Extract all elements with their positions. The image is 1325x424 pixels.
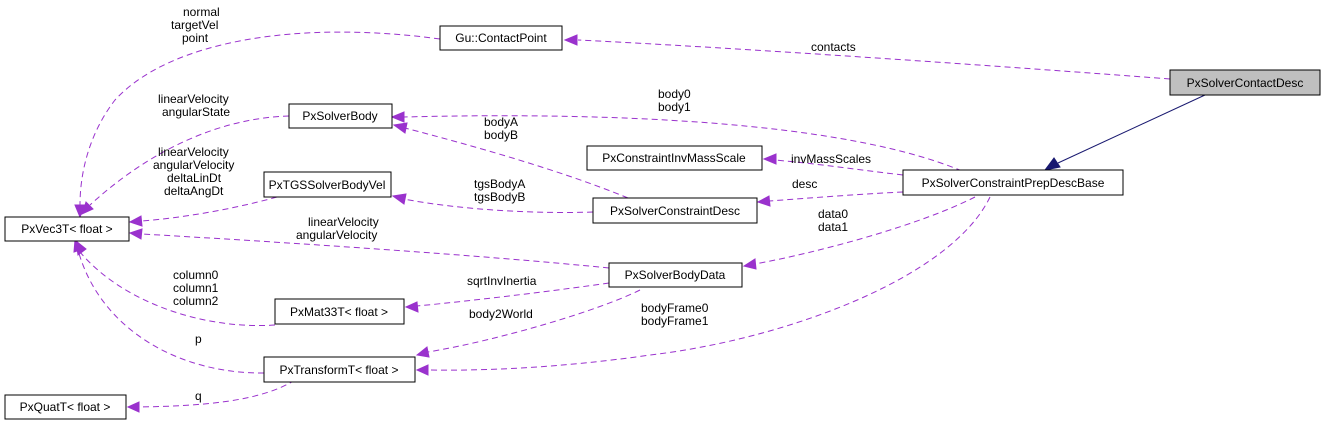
edge-bd-vec (128, 228, 610, 269)
label-column2: column2 (173, 294, 219, 308)
node-px-solver-body[interactable]: PxSolverBody (288, 103, 393, 129)
node-px-mat33t-float[interactable]: PxMat33T< float > (274, 298, 405, 325)
label-body2world: body2World (469, 307, 533, 321)
node-px-vec3t-float[interactable]: PxVec3T< float > (4, 216, 130, 242)
svg-text:PxQuatT< float >: PxQuatT< float > (20, 400, 111, 414)
label-tgs-angularvelocity: angularVelocity (153, 158, 234, 172)
label-contacts: contacts (811, 40, 856, 54)
edge-tgsbody (391, 193, 594, 213)
label-tgsbodyB: tgsBodyB (474, 190, 525, 204)
svg-text:PxMat33T< float >: PxMat33T< float > (290, 305, 388, 319)
edge-contacts (563, 34, 1171, 80)
label-body1: body1 (658, 100, 691, 114)
label-normal: normal (183, 5, 220, 19)
label-data1: data1 (818, 220, 848, 234)
label-bd-angularvelocity: angularVelocity (296, 228, 377, 242)
label-bodyB: bodyB (484, 128, 518, 142)
label-tgs-linearvelocity: linearVelocity (158, 145, 229, 159)
svg-text:Gu::ContactPoint: Gu::ContactPoint (455, 31, 547, 45)
edge-body2world (415, 289, 641, 358)
edge-sb-vec (81, 115, 290, 215)
node-px-quatt-float[interactable]: PxQuatT< float > (4, 394, 127, 420)
node-gu-contact-point[interactable]: Gu::ContactPoint (439, 25, 563, 51)
node-px-solver-contact-desc[interactable]: PxSolverContactDesc (1169, 69, 1321, 96)
label-body0: body0 (658, 87, 691, 101)
label-targetvel: targetVel (171, 18, 218, 32)
node-px-constraint-inv-mass-scale[interactable]: PxConstraintInvMassScale (586, 145, 763, 171)
label-column0: column0 (173, 268, 219, 282)
edge-inheritance (1043, 94, 1206, 171)
edge-transform-vec (73, 238, 265, 374)
label-desc: desc (792, 177, 817, 191)
svg-text:PxConstraintInvMassScale: PxConstraintInvMassScale (602, 151, 746, 165)
node-px-solver-constraint-prep-desc-base[interactable]: PxSolverConstraintPrepDescBase (902, 169, 1124, 196)
svg-text:PxSolverConstraintDesc: PxSolverConstraintDesc (610, 204, 740, 218)
label-data0: data0 (818, 207, 848, 221)
svg-text:PxSolverBody: PxSolverBody (302, 109, 377, 123)
svg-text:PxVec3T< float >: PxVec3T< float > (21, 222, 112, 236)
label-bodyframe0: bodyFrame0 (641, 301, 709, 315)
label-column1: column1 (173, 281, 219, 295)
svg-text:PxSolverContactDesc: PxSolverContactDesc (1187, 76, 1304, 90)
svg-text:PxTGSSolverBodyVel: PxTGSSolverBodyVel (269, 178, 386, 192)
label-tgs-deltaangdt: deltaAngDt (164, 184, 224, 198)
edge-sqrtinv (404, 282, 610, 313)
node-px-tgs-solver-body-vel[interactable]: PxTGSSolverBodyVel (263, 171, 392, 198)
svg-text:PxSolverConstraintPrepDescBase: PxSolverConstraintPrepDescBase (922, 176, 1105, 190)
edge-transform-quat (126, 379, 296, 413)
svg-text:PxSolverBodyData: PxSolverBodyData (625, 268, 726, 282)
edge-invmassscales (762, 153, 904, 176)
node-px-solver-body-data[interactable]: PxSolverBodyData (608, 262, 743, 288)
edge-body01 (390, 111, 963, 172)
svg-text:PxTransformT< float >: PxTransformT< float > (280, 363, 399, 377)
edge-bodyAB (392, 122, 629, 199)
edge-desc (756, 191, 904, 207)
label-point: point (182, 31, 209, 45)
label-tgsbodyA: tgsBodyA (474, 177, 525, 191)
label-q: q (195, 389, 202, 403)
label-sqrtinvinertia: sqrtInvInertia (467, 274, 537, 288)
edge-data01 (742, 196, 976, 270)
edge-tgs-vec (128, 196, 278, 227)
edge-bodyframe (415, 196, 991, 376)
label-sb-linearvelocity: linearVelocity (158, 92, 229, 106)
label-tgs-deltalindt: deltaLinDt (167, 171, 222, 185)
label-p: p (195, 332, 202, 346)
label-invmassscales: invMassScales (791, 152, 871, 166)
label-bodyA: bodyA (484, 115, 518, 129)
node-px-transformt-float[interactable]: PxTransformT< float > (263, 356, 416, 383)
node-px-solver-constraint-desc[interactable]: PxSolverConstraintDesc (592, 197, 758, 224)
label-bd-linearvelocity: linearVelocity (308, 215, 379, 229)
label-sb-angularstate: angularState (162, 105, 230, 119)
label-bodyframe1: bodyFrame1 (641, 314, 709, 328)
